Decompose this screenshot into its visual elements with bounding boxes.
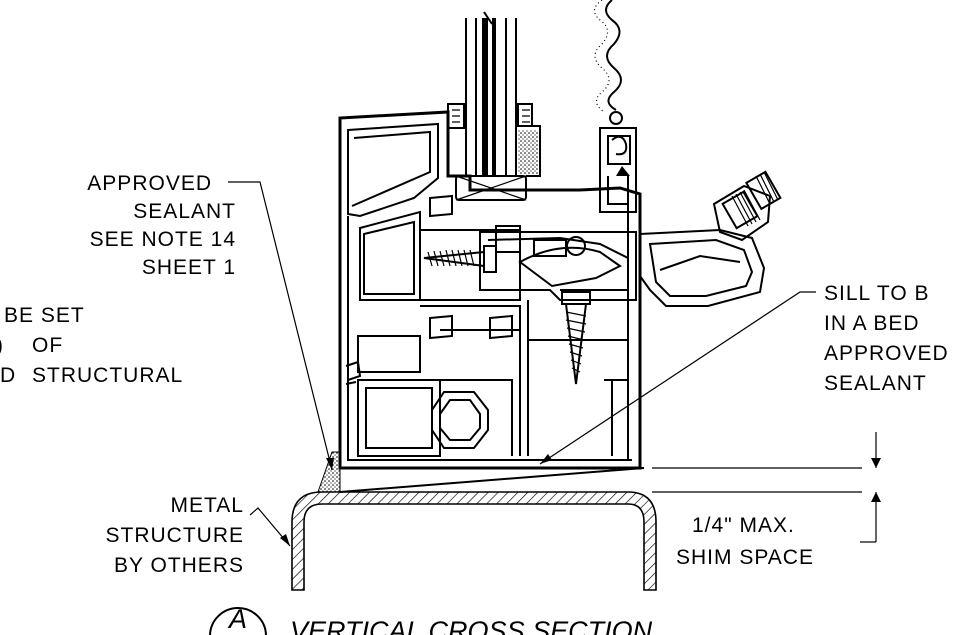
note-metal-structure: METAL STRUCTURE BY OTHERS — [106, 494, 245, 577]
section-title: A VERTICAL CROSS SECTION — [209, 604, 653, 635]
note-line: D — [0, 364, 16, 387]
note-sill-bed: SILL TO B IN A BED APPROVED SEALANT — [824, 282, 949, 395]
note-line: APPROVED — [824, 342, 949, 365]
note-line: BE SET — [4, 304, 85, 327]
note-line: STRUCTURE — [106, 524, 245, 547]
note-line: 1/4" MAX. — [692, 514, 795, 537]
note-line: OF — [32, 334, 63, 357]
note-shim-space: 1/4" MAX. SHIM SPACE — [676, 514, 814, 569]
note-line: ) — [0, 334, 4, 357]
glazing-unit — [447, 11, 541, 201]
horizontal-screw-icon — [423, 245, 497, 273]
knurled-knob-icon — [721, 170, 782, 230]
note-line: BY OTHERS — [114, 554, 244, 577]
lock-mechanism — [479, 225, 637, 301]
note-line: SEALANT — [133, 200, 236, 223]
note-line: SHEET 1 — [142, 256, 236, 279]
interior-trim-clip — [599, 111, 637, 213]
note-line: APPROVED — [87, 172, 212, 195]
shim-space — [339, 467, 862, 493]
operator-hardware — [639, 170, 782, 307]
note-line: STRUCTURAL — [32, 364, 183, 387]
interior-drape — [593, 0, 622, 113]
note-approved-sealant: APPROVED SEALANT SEE NOTE 14 SHEET 1 — [87, 172, 236, 279]
note-line: SEE NOTE 14 — [90, 228, 236, 251]
note-line: SHIM SPACE — [676, 546, 814, 569]
vertical-screw-icon — [561, 291, 591, 385]
metal-structure-channel — [291, 491, 657, 591]
sill-frame-extrusion — [338, 110, 642, 470]
note-line: SILL TO B — [824, 282, 930, 305]
note-left-cut: BE SET ) OF D STRUCTURAL — [0, 304, 183, 387]
note-line: METAL — [171, 494, 244, 517]
note-line: SEALANT — [824, 372, 927, 395]
leader-lines — [228, 181, 881, 547]
section-letter: A — [227, 604, 247, 634]
section-title-text: VERTICAL CROSS SECTION — [290, 616, 653, 635]
note-line: IN A BED — [824, 312, 920, 335]
